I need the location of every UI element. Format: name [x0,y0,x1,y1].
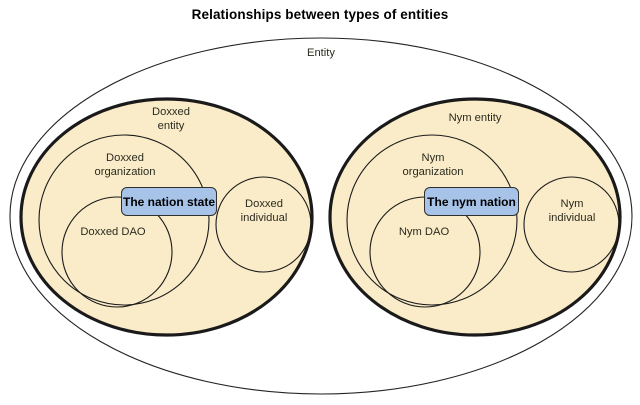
doxxed-organization-circle [38,134,210,306]
nym-entity-ellipse [328,97,622,337]
nym-organization-circle [346,134,518,306]
the-nation-state-box[interactable]: The nation state [121,187,217,216]
the-nym-nation-label: The nym nation [427,194,516,209]
the-nym-nation-box[interactable]: The nym nation [424,187,519,216]
doxxed-individual-circle [215,176,312,273]
nym-individual-circle [523,176,620,273]
page-title: Relationships between types of entities [191,7,449,22]
doxxed-dao-circle [61,196,173,308]
the-nation-state-label: The nation state [122,194,215,209]
doxxed-entity-ellipse [19,97,314,337]
